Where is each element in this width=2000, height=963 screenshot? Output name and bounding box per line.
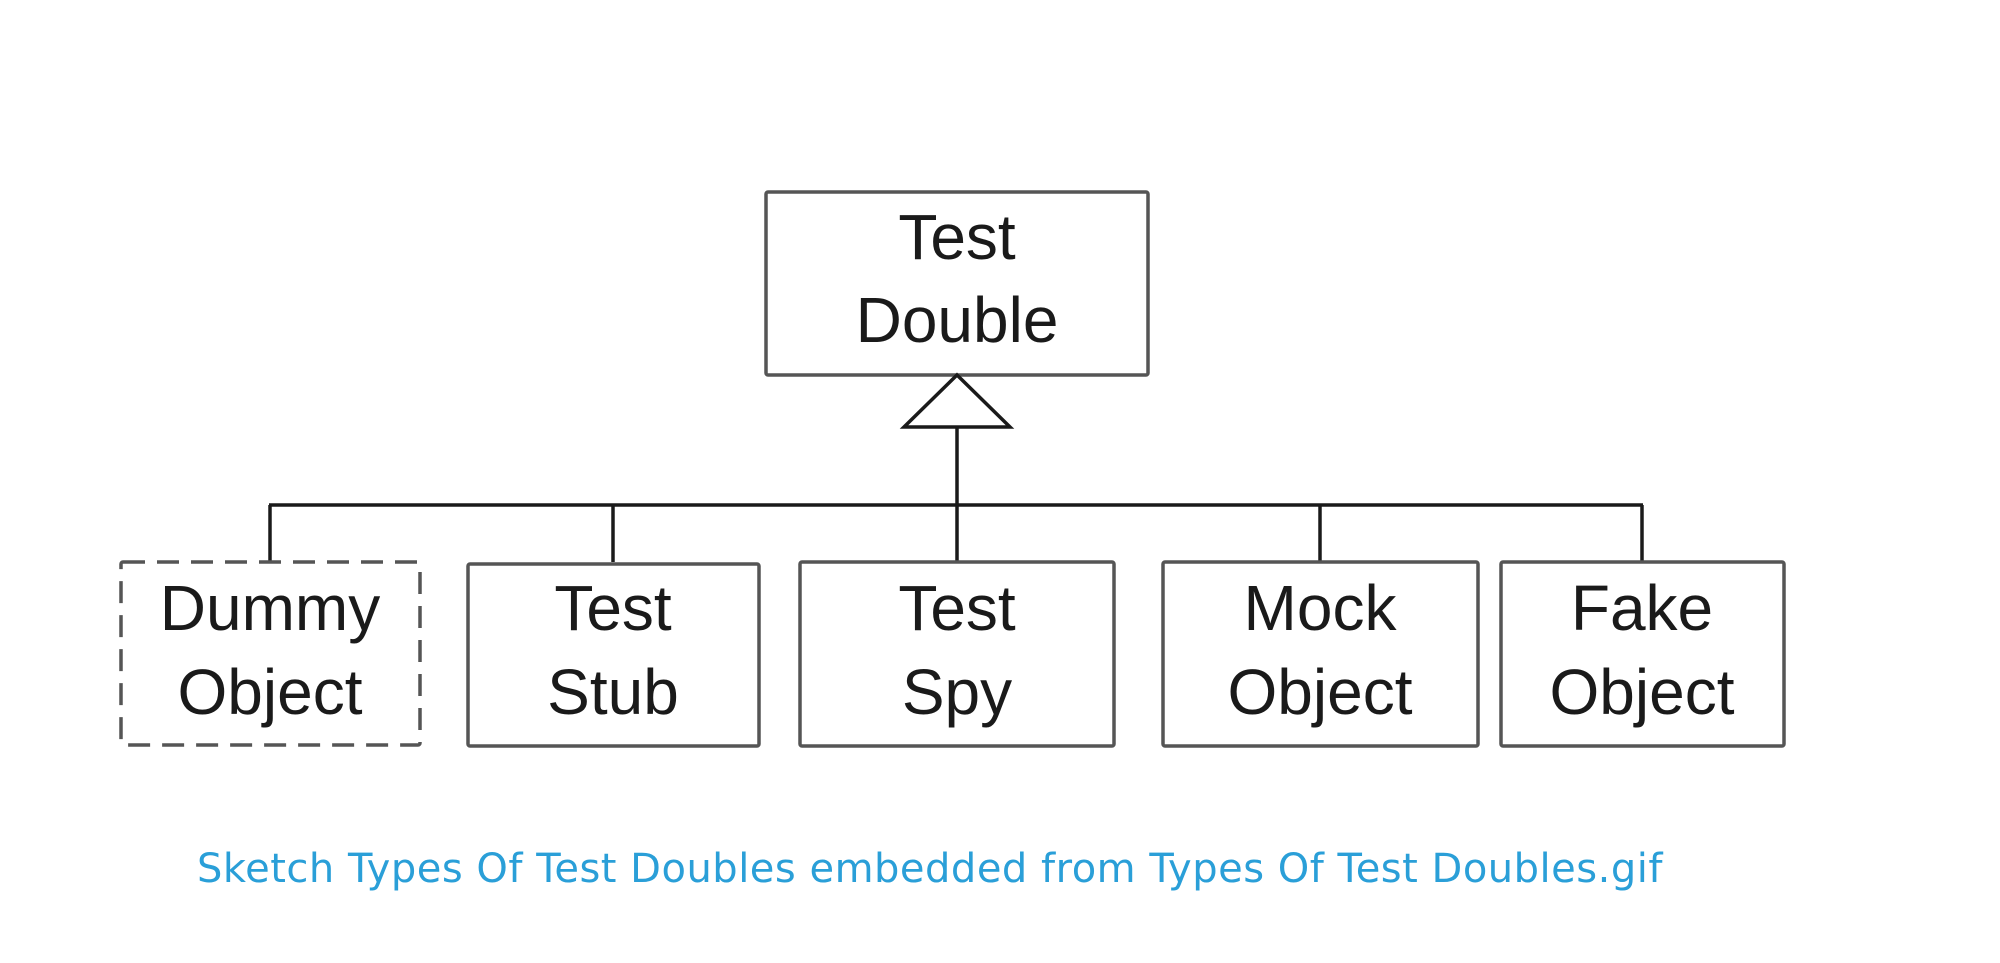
child-node-box <box>798 560 1116 748</box>
child-node-label-line2: Object <box>178 656 363 728</box>
child-node-label-line1: Mock <box>1244 572 1398 644</box>
child-node-label-line1: Fake <box>1571 572 1713 644</box>
parent-node-label-line2: Double <box>856 284 1059 356</box>
connector-lines <box>268 427 1644 562</box>
generalization-arrowhead <box>899 372 1015 429</box>
parent-node-label-line1: Test <box>898 201 1016 273</box>
child-node-label-line1: Test <box>554 572 672 644</box>
child-node-label-line2: Object <box>1228 656 1413 728</box>
child-node-test-stub: Test Stub <box>466 562 761 748</box>
child-node-test-spy: Test Spy <box>798 560 1116 748</box>
child-node-fake-object: Fake Object <box>1499 560 1786 748</box>
diagram-caption-link[interactable]: Sketch Types Of Test Doubles embedded fr… <box>197 846 1663 892</box>
parent-node-test-double: Test Double <box>764 190 1150 377</box>
child-node-mock-object: Mock Object <box>1161 560 1480 748</box>
child-node-box <box>119 560 422 747</box>
child-node-box <box>1499 560 1786 748</box>
child-node-box <box>1161 560 1480 748</box>
child-node-label-line1: Test <box>898 572 1016 644</box>
child-node-dummy-object: Dummy Object <box>119 560 422 747</box>
child-node-label-line2: Stub <box>547 656 679 728</box>
child-node-label-line2: Object <box>1550 656 1735 728</box>
child-node-label-line2: Spy <box>902 656 1012 728</box>
child-node-label-line1: Dummy <box>160 572 380 644</box>
child-node-box <box>466 562 761 748</box>
